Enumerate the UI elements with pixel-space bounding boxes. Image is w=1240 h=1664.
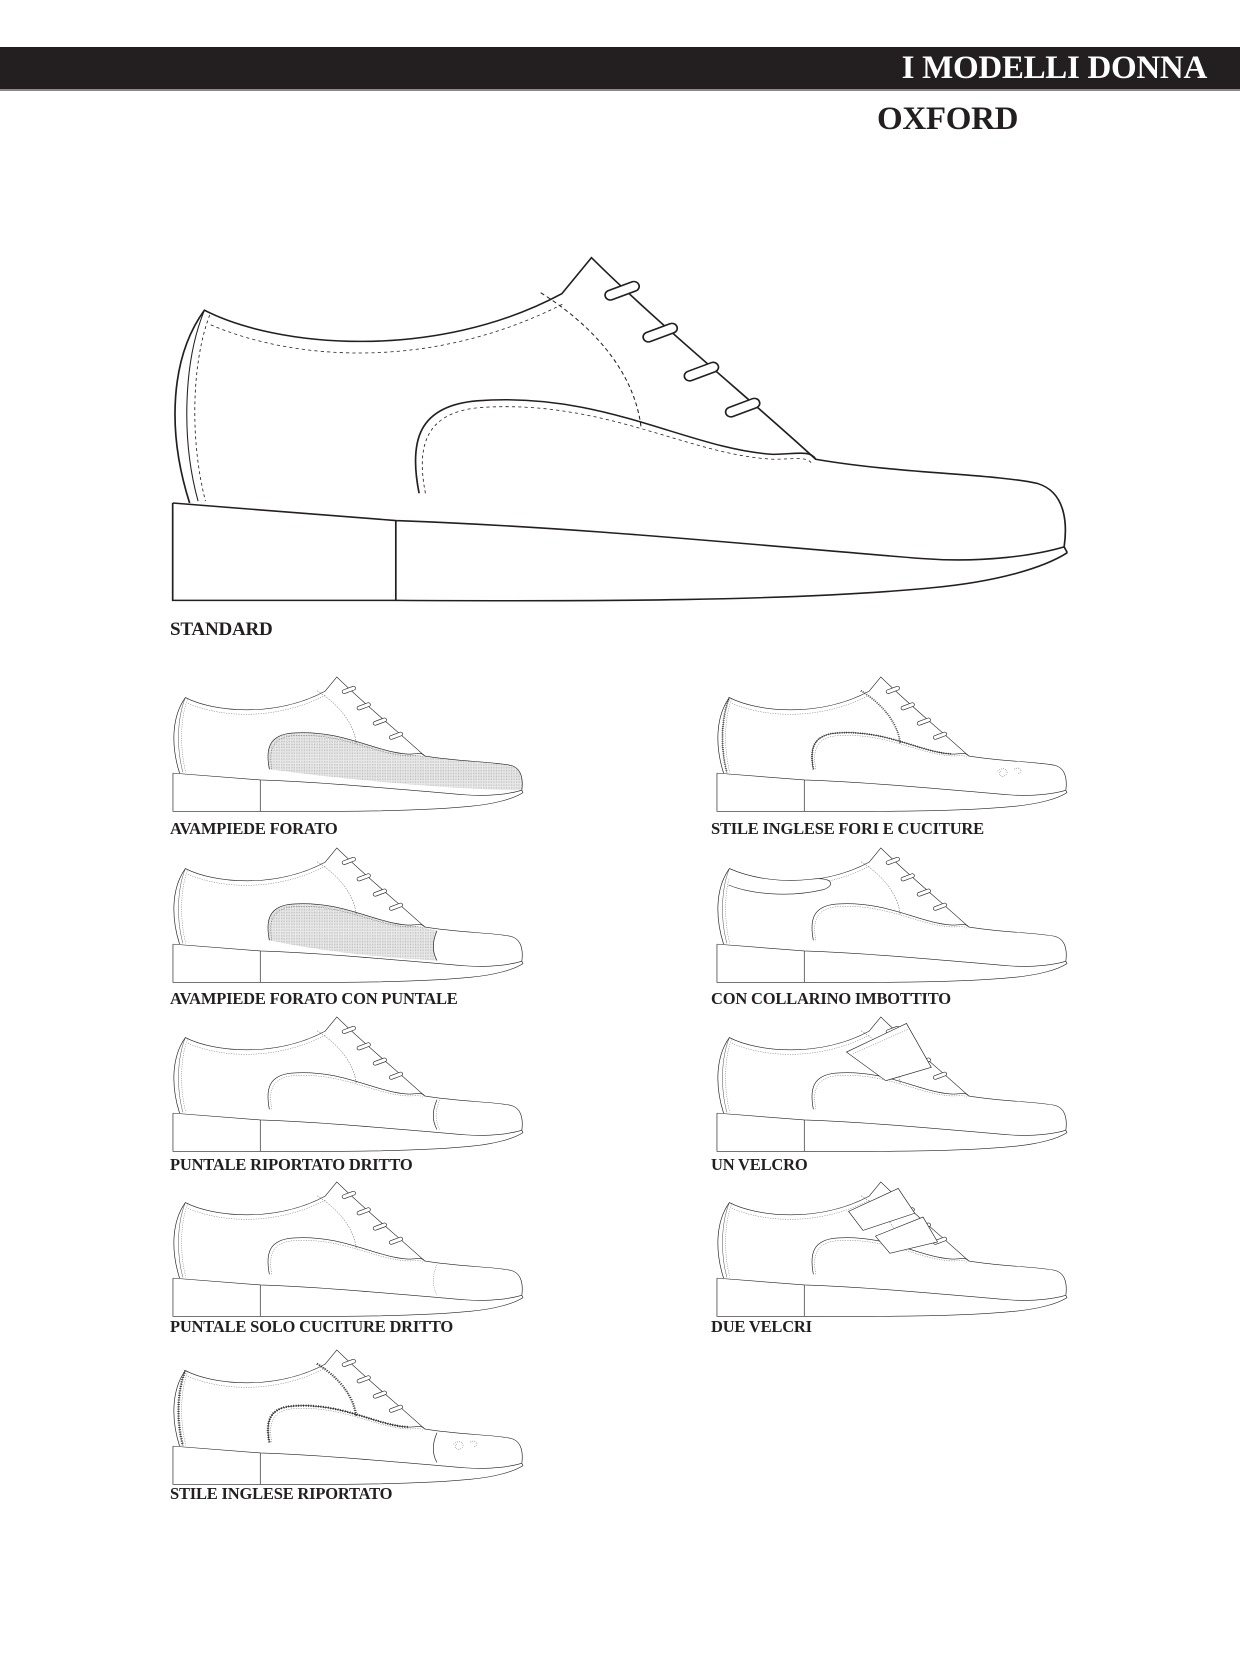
header-rule [0, 89, 1240, 91]
shoe-standard-illustration [160, 245, 1080, 615]
label-avampiede-forato: AVAMPIEDE FORATO [170, 819, 338, 838]
label-standard: STANDARD [170, 619, 273, 640]
page-title: I MODELLI DONNA [901, 50, 1208, 86]
label-stile-inglese-riportato: STILE INGLESE RIPORTATO [170, 1484, 393, 1503]
shoe-puntale-cuciture-illustration [168, 1177, 528, 1322]
header-band [0, 47, 1240, 89]
shoe-stile-inglese-fori-illustration [712, 672, 1072, 817]
label-puntale-riportato: PUNTALE RIPORTATO DRITTO [170, 1155, 413, 1174]
shoe-due-velcri-illustration [712, 1177, 1072, 1322]
label-collarino: CON COLLARINO IMBOTTITO [711, 989, 951, 1008]
label-un-velcro: UN VELCRO [711, 1155, 808, 1174]
label-avampiede-forato-puntale: AVAMPIEDE FORATO CON PUNTALE [170, 989, 458, 1008]
shoe-avampiede-forato-illustration [168, 672, 528, 817]
page-subtitle: OXFORD [877, 101, 1019, 137]
label-stile-inglese-fori: STILE INGLESE FORI E CUCITURE [711, 819, 984, 838]
label-puntale-cuciture: PUNTALE SOLO CUCITURE DRITTO [170, 1317, 454, 1336]
shoe-avampiede-forato-puntale-illustration [168, 843, 528, 988]
shoe-collarino-illustration [712, 843, 1072, 988]
shoe-stile-inglese-riportato-illustration [168, 1345, 528, 1490]
shoe-un-velcro-illustration [712, 1012, 1072, 1157]
shoe-puntale-riportato-illustration [168, 1012, 528, 1157]
label-due-velcri: DUE VELCRI [711, 1317, 812, 1336]
